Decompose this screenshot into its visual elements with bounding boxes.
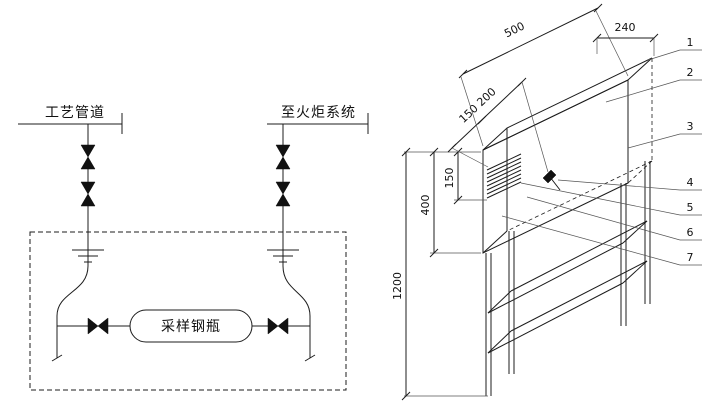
valve-triangle <box>275 181 291 195</box>
leader-line <box>520 182 681 216</box>
drain-stub-right <box>304 326 316 362</box>
valve-triangle <box>80 156 96 170</box>
sample-cylinder: 采样钢瓶 <box>129 309 253 343</box>
leader-line <box>647 49 681 61</box>
dim-500-label: 500 <box>502 19 527 40</box>
pid-diagram: 工艺管道 至火炬系统 <box>18 105 369 391</box>
rail <box>510 260 648 332</box>
leader-line <box>557 179 681 191</box>
valve-triangle <box>275 193 291 207</box>
rail <box>510 220 648 292</box>
dim-150: 150 <box>443 147 487 205</box>
callout-4: 4 <box>687 176 694 189</box>
flare-valve-upper <box>275 144 291 170</box>
valve-triangle <box>97 317 109 335</box>
dim-tick <box>458 69 468 79</box>
iso-cabinet-drawing: 1200 400 150 150 200 <box>391 3 702 401</box>
dim-tick <box>401 147 411 157</box>
dim-tick <box>453 195 463 205</box>
dim-tick <box>453 147 463 157</box>
leader-line <box>526 196 681 241</box>
valve-triangle <box>80 144 96 158</box>
dim-tick <box>477 115 487 125</box>
process-valve-lower <box>80 181 96 207</box>
drain-stub-left <box>51 326 63 362</box>
dim-tick <box>593 3 603 13</box>
process-line-label: 工艺管道 <box>45 105 105 121</box>
callout-1: 1 <box>687 36 694 49</box>
leader-line <box>501 215 681 266</box>
process-header: 工艺管道 <box>18 105 123 134</box>
hidden-edge <box>506 160 653 232</box>
dim-240: 240 <box>592 21 659 56</box>
extension-line <box>460 76 484 147</box>
dim-1200: 1200 <box>391 147 488 401</box>
sample-valve-left <box>87 317 109 335</box>
callout-5: 5 <box>687 201 694 214</box>
hidden-edge <box>627 160 653 184</box>
dim-400: 400 <box>419 147 481 258</box>
dim-150-200-label: 150 200 <box>457 85 499 126</box>
cabinet-boundary <box>29 231 347 391</box>
dimension-line <box>462 7 599 75</box>
leader-line <box>605 79 681 103</box>
dimension-line <box>451 81 523 149</box>
callout-2: 2 <box>687 66 694 79</box>
valve-triangle <box>275 156 291 170</box>
flare-ground-icon <box>267 249 299 263</box>
valve-triangle <box>275 144 291 158</box>
dim-150-label: 150 <box>443 168 456 189</box>
dim-240-label: 240 <box>615 21 636 34</box>
dim-tick <box>401 391 411 401</box>
louver-vent <box>486 153 522 199</box>
dim-500: 500 <box>458 3 629 147</box>
stand-frame <box>485 161 651 396</box>
valve-triangle <box>80 181 96 195</box>
callouts: 1 2 3 4 5 6 7 <box>501 36 702 266</box>
dim-tick <box>429 147 439 157</box>
rail <box>622 220 648 244</box>
valve-triangle <box>267 317 279 335</box>
flare-valve-lower <box>275 181 291 207</box>
rail <box>487 242 624 314</box>
cabinet-left-bottom-edge <box>482 230 508 254</box>
break-tick <box>304 354 316 362</box>
rail <box>487 330 512 354</box>
cylinder-outline <box>129 309 253 343</box>
process-ground-icon <box>72 249 104 263</box>
dim-150-200: 150 200 <box>447 77 549 173</box>
callout-3: 3 <box>687 120 694 133</box>
callout-6: 6 <box>687 226 694 239</box>
cabinet-top-face <box>482 57 653 151</box>
rail <box>487 282 624 354</box>
cylinder-label: 采样钢瓶 <box>161 319 221 335</box>
break-tick <box>51 354 63 362</box>
valve-triangle <box>80 193 96 207</box>
flare-header: 至火炬系统 <box>267 105 369 134</box>
sampler-hammer-icon <box>542 169 561 191</box>
dim-1200-label: 1200 <box>391 272 404 300</box>
rail <box>487 290 512 314</box>
valve-triangle <box>277 317 289 335</box>
rail <box>622 260 648 284</box>
cabinet-body <box>482 57 653 254</box>
valve-triangle <box>87 317 99 335</box>
process-valve-upper <box>80 144 96 170</box>
sample-valve-right <box>267 317 289 335</box>
cabinet-front-face <box>482 79 629 254</box>
extension-line <box>595 10 629 77</box>
dim-tick <box>429 248 439 258</box>
extension-line <box>521 81 549 173</box>
flare-line-label: 至火炬系统 <box>281 105 356 121</box>
dim-400-label: 400 <box>419 195 432 216</box>
callout-7: 7 <box>687 251 694 264</box>
extension-line <box>451 147 489 168</box>
pipe-bend-left <box>56 265 89 326</box>
leader-line <box>627 133 681 149</box>
pipe-bend-right <box>282 265 311 326</box>
